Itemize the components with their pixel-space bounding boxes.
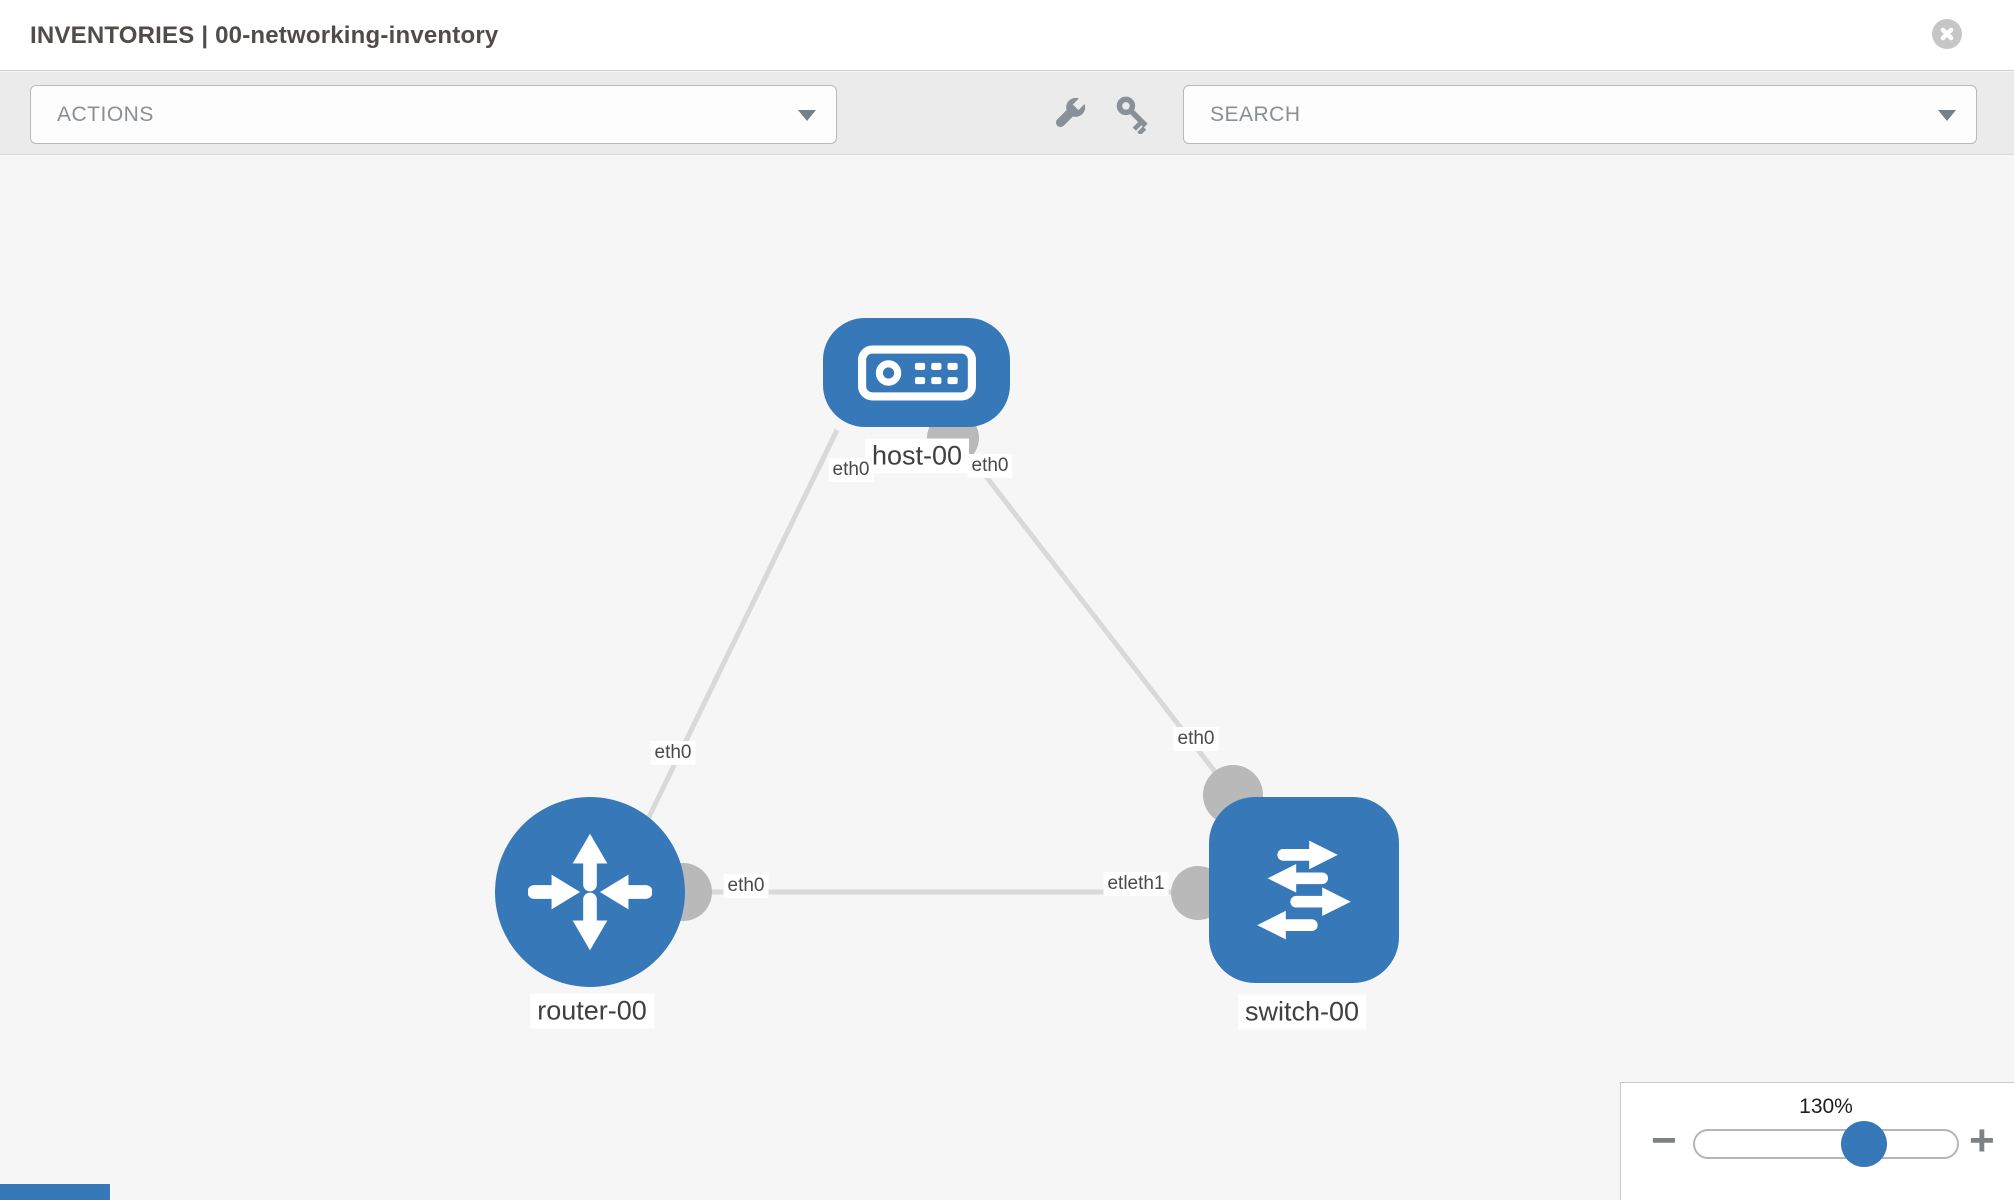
interface-label: eth0 <box>723 874 769 898</box>
node-label-host: host-00 <box>864 438 970 474</box>
interface-label: etleth1 <box>1103 872 1169 896</box>
interface-label: eth0 <box>650 741 696 765</box>
search-dropdown[interactable]: SEARCH <box>1183 85 1977 144</box>
zoom-slider-thumb[interactable] <box>1841 1121 1887 1167</box>
zoom-slider-track[interactable] <box>1693 1129 1959 1159</box>
host-icon <box>857 345 976 400</box>
node-label-switch: switch-00 <box>1237 994 1367 1030</box>
chevron-down-icon <box>798 109 816 121</box>
interface-label: eth0 <box>1173 727 1219 751</box>
router-icon <box>528 833 652 951</box>
switch-icon <box>1257 840 1351 940</box>
node-host-00[interactable] <box>823 318 1010 427</box>
close-icon <box>1932 19 1962 49</box>
chevron-down-icon <box>1938 109 1956 121</box>
toolbar: ACTIONS SEARC <box>0 72 2014 155</box>
topology-canvas[interactable]: host-00 router-00 switch-00 eth0 eth0 et… <box>0 156 2014 1200</box>
zoom-out-button[interactable]: − <box>1651 1116 1677 1165</box>
interface-label: eth0 <box>828 458 874 482</box>
node-switch-00[interactable] <box>1209 797 1399 983</box>
partial-element-bottom-left <box>0 1184 110 1200</box>
search-placeholder: SEARCH <box>1210 102 1301 126</box>
interface-label: eth0 <box>967 454 1013 478</box>
wrench-icon <box>1055 96 1087 128</box>
node-label-router: router-00 <box>530 993 654 1029</box>
topology-links <box>627 412 1263 921</box>
zoom-in-button[interactable]: + <box>1969 1116 1995 1165</box>
header-bar: INVENTORIES | 00-networking-inventory <box>0 0 2014 71</box>
zoom-panel: 130% − + <box>1620 1082 2014 1200</box>
actions-dropdown[interactable]: ACTIONS <box>30 85 837 144</box>
page-title: INVENTORIES | 00-networking-inventory <box>30 22 499 49</box>
link-host-router <box>627 428 840 858</box>
configure-button[interactable] <box>1049 92 1091 134</box>
node-router-00[interactable] <box>495 797 685 987</box>
credentials-button[interactable] <box>1112 92 1154 136</box>
key-icon <box>1116 96 1148 136</box>
close-button[interactable] <box>1931 18 1963 50</box>
actions-dropdown-label: ACTIONS <box>57 102 154 126</box>
zoom-level: 130% <box>1799 1095 1853 1118</box>
